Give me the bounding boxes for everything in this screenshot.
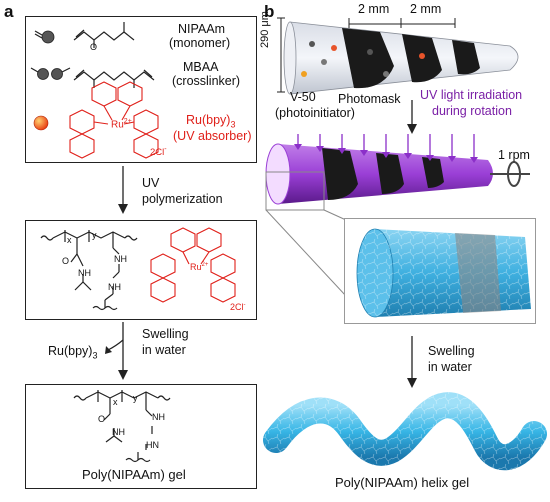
arrow-swelling-a [104,322,144,384]
diameter-label: 290 μm [258,11,272,48]
step1-line1: UV [142,176,159,190]
gel-y-sub: y [133,393,138,403]
mbaa-role: (crosslinker) [172,74,240,88]
absorber-symbol [32,114,52,134]
zoom-inset [344,218,536,324]
step-b-line2: in water [428,360,472,374]
rpm-label: 1 rpm [498,148,530,162]
photoinitiator-line2: (photoinitiator) [275,106,355,120]
dim-label-2: 2 mm [410,2,441,16]
polymer-ru-label: Ru2+ [190,262,208,272]
polymer-nh-2: NH [114,254,127,264]
photomask-label: Photomask [338,92,401,106]
ru-center-label: Ru2+ [111,118,132,130]
gel-hn: HN [146,440,159,450]
nipaam-name: NIPAAm [178,22,225,36]
gel-nh-2: NH [152,412,165,422]
photoinitiator-line1: V-50 [290,90,316,104]
arrow-uv-polymerization [116,166,130,216]
crosslinker-symbol [30,64,72,84]
polymer-hn: NH [108,282,121,292]
gel-x-sub: x [113,397,118,407]
step2-line1: Swelling [142,327,189,341]
mbaa-name: MBAA [183,60,218,74]
nipaam-o-label: O [90,40,97,54]
arrow-to-irradiation [405,100,419,136]
dim-label-1: 2 mm [358,2,389,16]
panel-a-letter: a [4,2,13,22]
counterion-label: 2Cl- [150,146,167,158]
uv-label-line2: during rotation [432,104,512,118]
helix-label: Poly(NIPAAm) helix gel [335,476,469,490]
nipaam-role: (monomer) [169,36,230,50]
step-b-line1: Swelling [428,344,475,358]
step2-line2: in water [142,343,186,357]
diameter-line [276,16,286,96]
nipaam-structure [70,18,150,50]
removed-absorber: Ru(bpy)3 [48,344,97,363]
helix-gel [272,384,542,474]
uv-label-line1: UV light irradiation [420,88,522,102]
gel-structure [70,388,190,468]
y-sub: y [92,230,97,240]
x-sub: x [67,235,72,245]
monomer-symbol [32,28,62,48]
polymer-counterion: 2Cl- [230,302,246,312]
absorber-role: (UV absorber) [173,129,252,143]
gel-label: Poly(NIPAAm) gel [82,468,186,482]
polymer-o: O [62,256,69,266]
gel-tube-closeup [345,219,535,323]
gel-nh-1: NH [112,427,125,437]
gel-o: O [98,414,105,424]
step1-line2: polymerization [142,192,223,206]
polymer-nh-1: NH [78,268,91,278]
